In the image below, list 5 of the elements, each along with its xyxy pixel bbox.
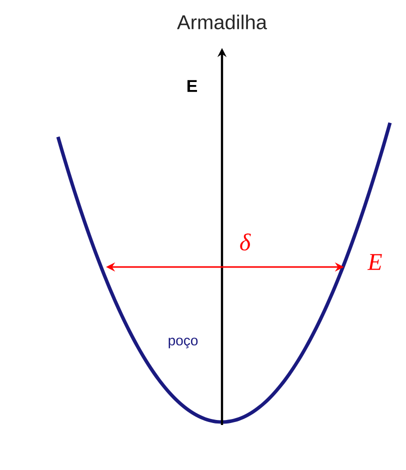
region-label: poço [168,338,198,348]
title: Armadilha [177,14,267,30]
axis-label: E [187,80,198,92]
symbol-label: δ [240,234,251,250]
symbol-label: E [367,254,382,270]
